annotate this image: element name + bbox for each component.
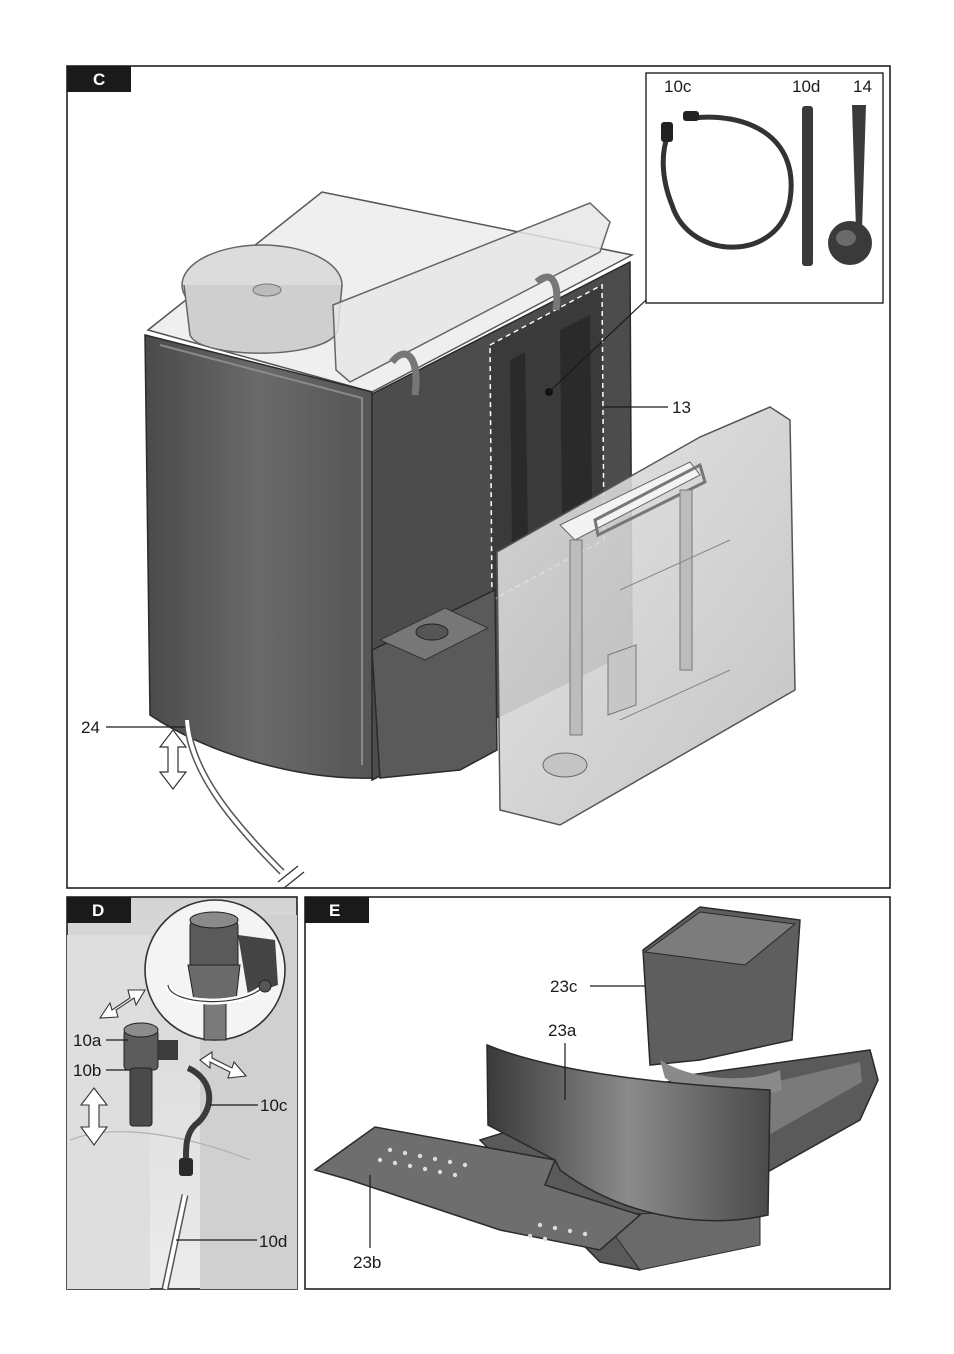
panel-c-tag: C: [93, 70, 105, 89]
label-23a: 23a: [548, 1021, 577, 1040]
label-10c-d: 10c: [260, 1096, 288, 1115]
panel-d-tag: D: [92, 901, 104, 920]
label-10a: 10a: [73, 1031, 102, 1050]
label-10b: 10b: [73, 1061, 101, 1080]
label-23c: 23c: [550, 977, 578, 996]
label-13: 13: [672, 398, 691, 417]
panel-e-tag: E: [329, 901, 340, 920]
panel-d: D 10a 10b: [67, 897, 297, 1289]
panel-c: C: [67, 66, 890, 888]
tube-illustration: [802, 106, 813, 266]
label-10d-inset: 10d: [792, 77, 820, 96]
label-24: 24: [81, 718, 100, 737]
zoom-detail: [145, 900, 285, 1040]
panel-e: E 23c: [305, 897, 890, 1289]
label-14-inset: 14: [853, 77, 872, 96]
label-10c-inset: 10c: [664, 77, 692, 96]
label-10d-d: 10d: [259, 1232, 287, 1251]
accessories-inset: [646, 73, 883, 303]
label-23b: 23b: [353, 1253, 381, 1272]
